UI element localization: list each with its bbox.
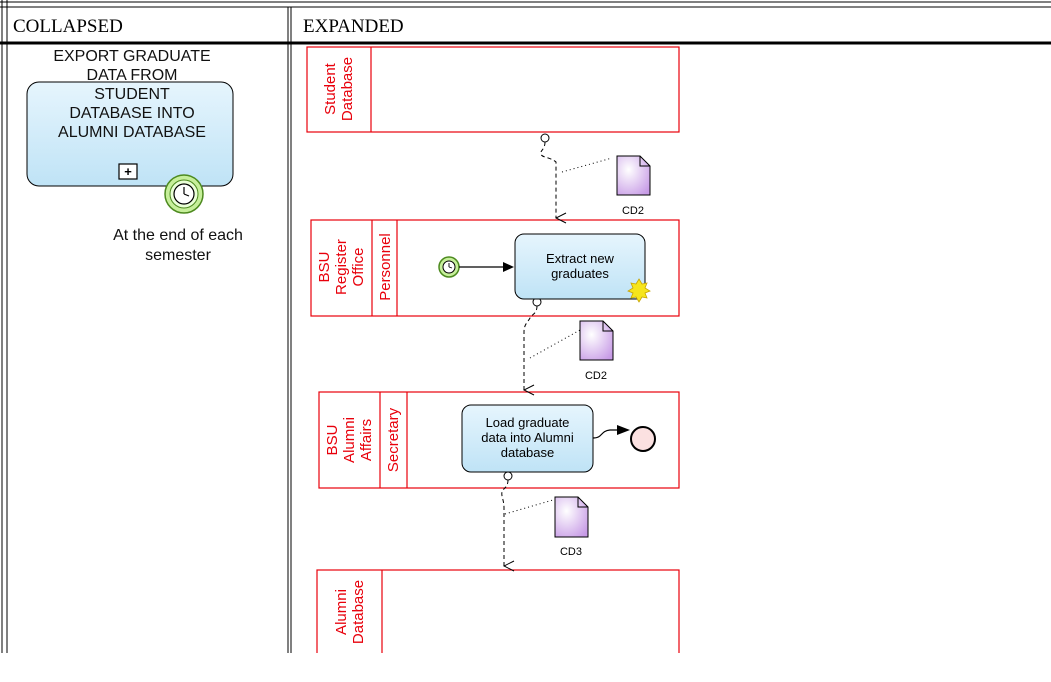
data-object-label-3: CD3 bbox=[559, 546, 582, 558]
data-object-1[interactable] bbox=[616, 155, 651, 196]
timer-note: At the end of each semester bbox=[113, 227, 243, 264]
subprocess-plus-icon bbox=[118, 163, 138, 180]
table-frame bbox=[0, 0, 1051, 653]
pool-label-alumni-database: Alumni Database bbox=[333, 579, 367, 645]
lane-label-secretary: Secretary bbox=[384, 407, 402, 473]
message-flow-1[interactable] bbox=[540, 133, 556, 218]
timer-event[interactable] bbox=[164, 174, 204, 214]
bpmn-diagram: + bbox=[0, 0, 1051, 653]
task-extract-new-graduates[interactable] bbox=[514, 233, 651, 303]
pool-student-database[interactable] bbox=[306, 46, 680, 133]
collapsed-subprocess[interactable]: + bbox=[26, 81, 234, 187]
sequence-flow-start[interactable] bbox=[459, 262, 514, 272]
end-event[interactable] bbox=[630, 426, 656, 452]
data-object-label-2: CD2 bbox=[584, 370, 607, 382]
data-object-3[interactable] bbox=[554, 496, 589, 538]
association-lines bbox=[504, 157, 613, 515]
sequence-flow-end[interactable] bbox=[592, 425, 630, 439]
pool-label-student-database: Student Database bbox=[322, 56, 356, 122]
header-collapsed: COLLAPSED bbox=[13, 16, 123, 37]
lane-label-personnel: Personnel bbox=[376, 233, 394, 301]
task-load-label: Load graduate data into Alumni database bbox=[481, 415, 574, 460]
data-object-label-1: CD2 bbox=[621, 205, 644, 217]
collapsed-subprocess-title: EXPORT GRADUATE DATA FROM STUDENT DATABA… bbox=[53, 48, 211, 141]
task-extract-label: Extract new graduates bbox=[546, 251, 614, 281]
start-timer-event[interactable] bbox=[438, 256, 460, 278]
header-expanded: EXPANDED bbox=[303, 16, 404, 37]
data-object-2[interactable] bbox=[579, 320, 614, 361]
pool-alumni-database[interactable] bbox=[316, 569, 680, 653]
star-burst-icon bbox=[627, 278, 651, 303]
svg-text:+: + bbox=[124, 164, 132, 179]
